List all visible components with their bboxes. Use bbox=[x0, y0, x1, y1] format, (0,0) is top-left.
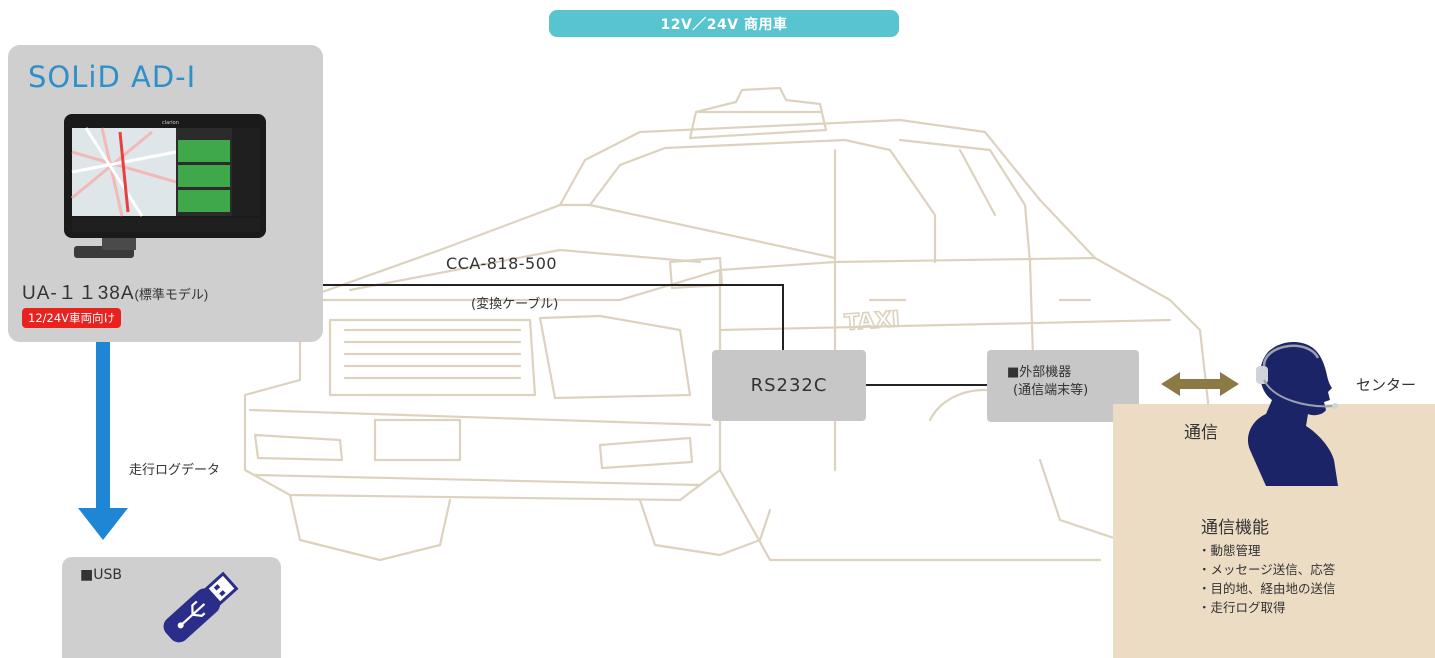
header-pill: 12V／24V 商用車 bbox=[549, 10, 899, 37]
usb-card bbox=[62, 557, 281, 658]
center-label: センター bbox=[1356, 376, 1417, 394]
operator-headset-icon bbox=[1247, 341, 1338, 486]
log-data-label: 走行ログデータ bbox=[129, 463, 221, 478]
rs232c-box: RS232C bbox=[712, 350, 866, 421]
external-device-label: ■外部機器 bbox=[1007, 365, 1072, 380]
usb-label: ■USB bbox=[80, 567, 122, 583]
log-arrow bbox=[78, 342, 128, 540]
comm-double-arrow bbox=[1161, 372, 1239, 396]
cable-description: (変換ケーブル) bbox=[471, 297, 559, 312]
cable-name: CCA-818-500 bbox=[446, 254, 558, 273]
list-item: ・動態管理 bbox=[1198, 543, 1261, 558]
device-model-number: UA-１１38A bbox=[22, 283, 135, 304]
list-item: ・メッセージ送信、応答 bbox=[1198, 562, 1336, 577]
navigation-device-image: clarion bbox=[64, 114, 266, 258]
device-screen-brand: clarion bbox=[162, 120, 179, 126]
device-model: UA-１１38A(標準モデル) bbox=[22, 278, 208, 305]
external-device-sub: (通信端末等) bbox=[1013, 383, 1089, 398]
taxi-sign-text: TAXI bbox=[844, 307, 901, 336]
rs232c-label: RS232C bbox=[750, 375, 828, 396]
cable-line bbox=[323, 284, 784, 350]
communication-label: 通信 bbox=[1184, 423, 1218, 443]
usb-stick-icon bbox=[163, 571, 239, 643]
list-item: ・走行ログ取得 bbox=[1198, 600, 1286, 615]
functions-list: ・動態管理 ・メッセージ送信、応答 ・目的地、経由地の送信 ・走行ログ取得 bbox=[1198, 541, 1336, 617]
list-item: ・目的地、経由地の送信 bbox=[1198, 581, 1336, 596]
brand-title: SOLiD AD-I bbox=[28, 60, 197, 94]
device-badge: 12/24V車両向け bbox=[22, 308, 122, 328]
device-model-note: (標準モデル) bbox=[134, 287, 209, 302]
functions-title: 通信機能 bbox=[1201, 518, 1269, 538]
